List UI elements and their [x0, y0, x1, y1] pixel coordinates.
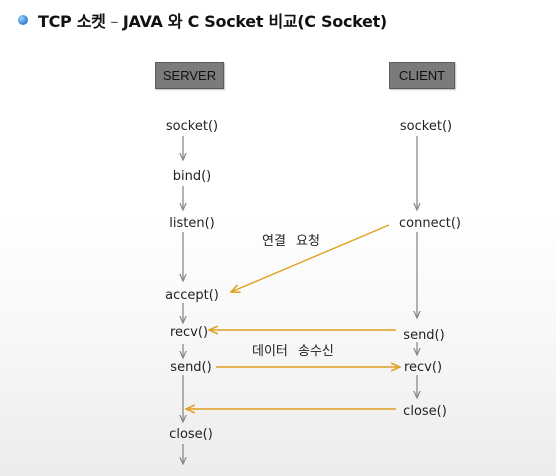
title-part-1: TCP 소켓: [38, 12, 106, 31]
server-call-send: send(): [170, 360, 212, 375]
client-call-recv: recv(): [403, 360, 443, 375]
client-call-send: send(): [403, 328, 445, 343]
server-call-bind: bind(): [172, 169, 212, 184]
label-data-exchange: 데이터 송수신: [252, 344, 334, 359]
arrow-connect-to-accept: [231, 224, 390, 292]
client-call-socket: socket(): [399, 119, 453, 134]
slide-title: TCP 소켓 – JAVA 와 C Socket 비교(C Socket): [38, 8, 387, 32]
server-call-listen: listen(): [169, 216, 215, 231]
server-call-accept: accept(): [165, 288, 219, 303]
server-label-box: SERVER: [155, 62, 224, 89]
server-call-recv: recv(): [169, 325, 209, 340]
slide-header: TCP 소켓 – JAVA 와 C Socket 비교(C Socket): [18, 8, 387, 32]
label-connect-request: 연결 요청: [262, 234, 320, 249]
title-dash: –: [105, 12, 123, 31]
bullet-icon: [18, 15, 28, 25]
client-call-close: close(): [403, 404, 447, 419]
title-part-2: JAVA 와 C Socket 비교(C Socket): [122, 12, 387, 31]
server-call-close: close(): [169, 427, 213, 442]
client-label-box: CLIENT: [389, 62, 455, 89]
server-call-socket: socket(): [165, 119, 219, 134]
client-call-connect: connect(): [399, 216, 461, 231]
